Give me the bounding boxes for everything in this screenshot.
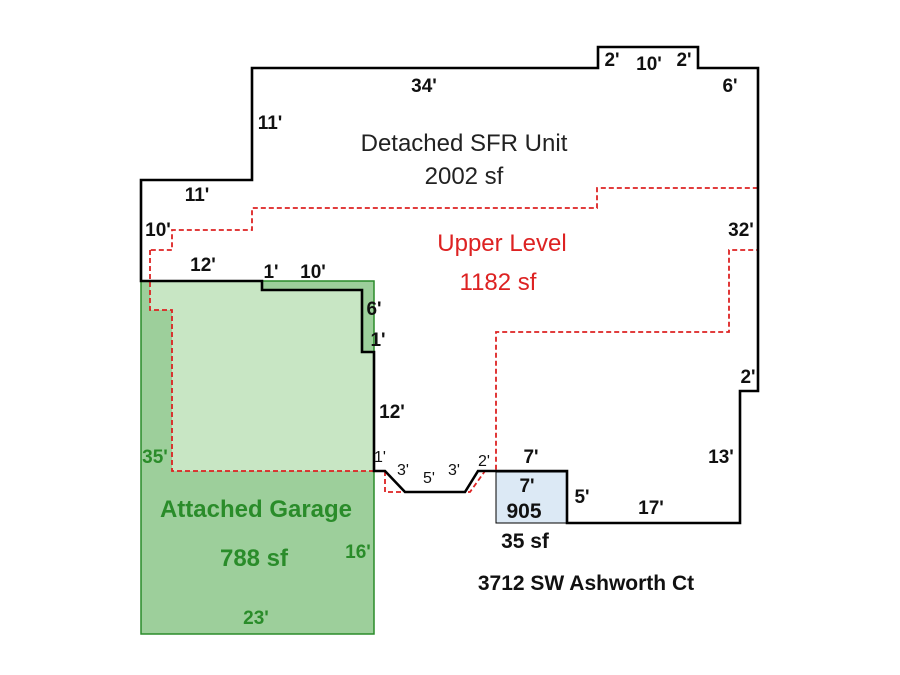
- small-area-sf: 35 sf: [501, 530, 550, 553]
- dim-notch-3-right: 3': [448, 462, 460, 479]
- address-label: 3712 SW Ashworth Ct: [478, 572, 694, 595]
- dim-right-32: 32': [728, 220, 754, 241]
- dim-notch-2: 2': [478, 453, 490, 470]
- dim-notch-1: 1': [374, 449, 386, 466]
- dim-right-6: 6': [722, 76, 737, 97]
- dim-garage-23: 23': [243, 608, 269, 629]
- dim-step-11: 11': [185, 185, 210, 206]
- dim-wall-6: 6': [366, 299, 381, 320]
- small-area-number: 905: [506, 500, 541, 523]
- main-unit-outline: [139, 45, 760, 525]
- small-addition-area: [495, 471, 568, 524]
- dim-small-7-top: 7': [523, 447, 538, 468]
- dim-jog-1: 1': [263, 262, 278, 283]
- dim-garage-top-10: 10': [300, 262, 326, 283]
- dim-wall-12: 12': [379, 402, 405, 423]
- dim-small-5: 5': [574, 487, 589, 508]
- dim-garage-top-12: 12': [190, 255, 216, 276]
- dim-bump-10: 10': [636, 54, 662, 75]
- dim-left-10: 10': [145, 220, 171, 241]
- garage-area: 788 sf: [220, 545, 289, 572]
- main-unit-title: Detached SFR Unit: [361, 130, 568, 157]
- dim-small-7-inner: 7': [519, 476, 534, 497]
- dim-wall-1: 1': [370, 330, 385, 351]
- main-unit-area: 2002 sf: [425, 163, 504, 190]
- dim-bump-2-left: 2': [604, 50, 619, 71]
- upper-level-title: Upper Level: [437, 230, 566, 257]
- garage-title: Attached Garage: [160, 496, 352, 523]
- upper-level-outline: [149, 187, 759, 493]
- dim-bump-2-right: 2': [676, 50, 691, 71]
- dim-top-34: 34': [411, 76, 437, 97]
- dim-notch-5: 5': [423, 470, 435, 487]
- garage-upper-overlap: [150, 281, 374, 471]
- dim-notch-3-left: 3': [397, 462, 409, 479]
- dim-right-2: 2': [740, 367, 755, 388]
- dim-garage-16: 16': [345, 542, 371, 563]
- dim-garage-35: 35': [142, 447, 168, 468]
- upper-level-area: 1182 sf: [460, 269, 537, 296]
- dim-left-11-vertical: 11': [258, 113, 283, 134]
- dim-right-13: 13': [708, 447, 734, 468]
- dim-bottom-17: 17': [638, 498, 664, 519]
